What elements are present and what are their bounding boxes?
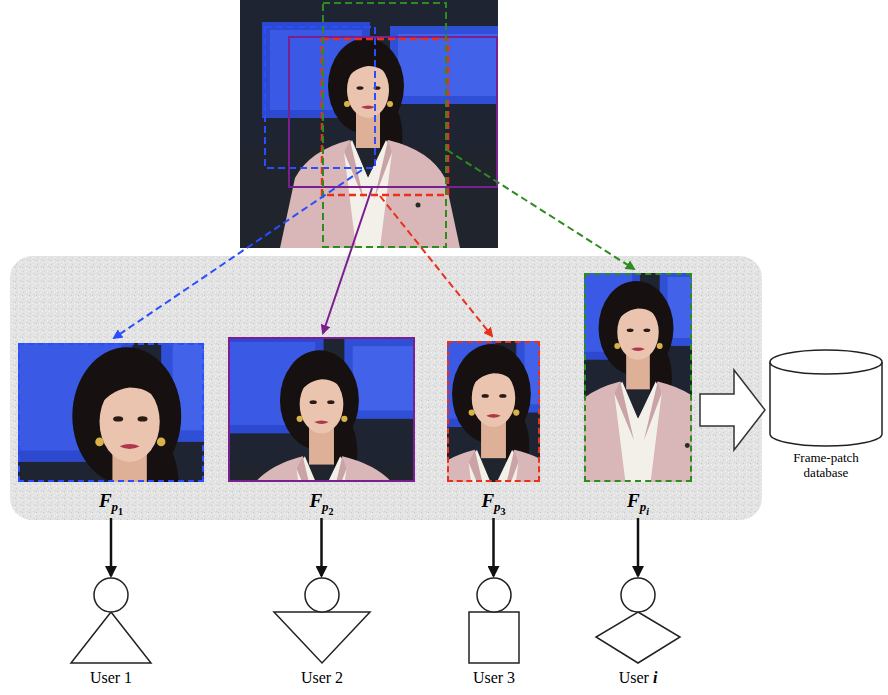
patch-label: Fp2	[228, 490, 415, 515]
user-node: User 1	[61, 577, 161, 687]
crop-rect-purple	[289, 37, 497, 187]
frame-patch: Fp3	[447, 341, 540, 515]
frame-patch: Fpi	[584, 273, 692, 515]
user-label: User 3	[444, 668, 544, 687]
crop-arrow	[447, 150, 634, 269]
user-icon	[588, 577, 688, 665]
user-icon	[444, 577, 544, 665]
patch-frame	[584, 273, 692, 482]
user-head	[621, 578, 655, 612]
user-label: User 1	[61, 668, 161, 687]
user-body	[71, 612, 151, 663]
flow-arrow	[320, 518, 323, 576]
frame-patch: Fp1	[18, 343, 204, 515]
database-icon	[768, 348, 884, 448]
patch-label: Fpi	[584, 490, 692, 515]
user-icon	[272, 577, 372, 665]
user-head	[477, 578, 511, 612]
user-head	[94, 578, 128, 612]
user-body	[469, 612, 519, 663]
crop-arrow	[380, 196, 492, 336]
user-body	[596, 612, 680, 663]
patch-frame	[447, 341, 540, 482]
database-top	[770, 350, 882, 374]
user-node: User 2	[272, 577, 372, 687]
crop-arrow	[114, 170, 362, 338]
db-label: Frame-patch database	[768, 450, 884, 480]
user-node: User i	[588, 577, 688, 687]
flow-arrow	[492, 518, 495, 576]
patch-label: Fp1	[18, 490, 204, 515]
crop-rect-red	[322, 39, 448, 195]
user-head	[305, 578, 339, 612]
crop-arrow	[323, 188, 372, 333]
source-frame	[240, 0, 498, 248]
user-node: User 3	[444, 577, 544, 687]
user-icon	[61, 577, 161, 665]
crop-rect-green	[323, 3, 446, 247]
crop-rect-blue	[265, 27, 375, 168]
store-arrow	[700, 370, 765, 450]
user-label: User 2	[272, 668, 372, 687]
patch-frame	[228, 337, 415, 482]
database: Frame-patch database	[768, 348, 884, 480]
user-label: User i	[588, 668, 688, 687]
frame-patch: Fp2	[228, 337, 415, 515]
patch-image	[512, 243, 766, 487]
flow-arrow	[110, 518, 113, 576]
flow-arrow	[637, 518, 640, 576]
user-body	[274, 612, 370, 663]
patch-frame	[18, 343, 204, 482]
patch-label: Fp3	[447, 490, 540, 515]
